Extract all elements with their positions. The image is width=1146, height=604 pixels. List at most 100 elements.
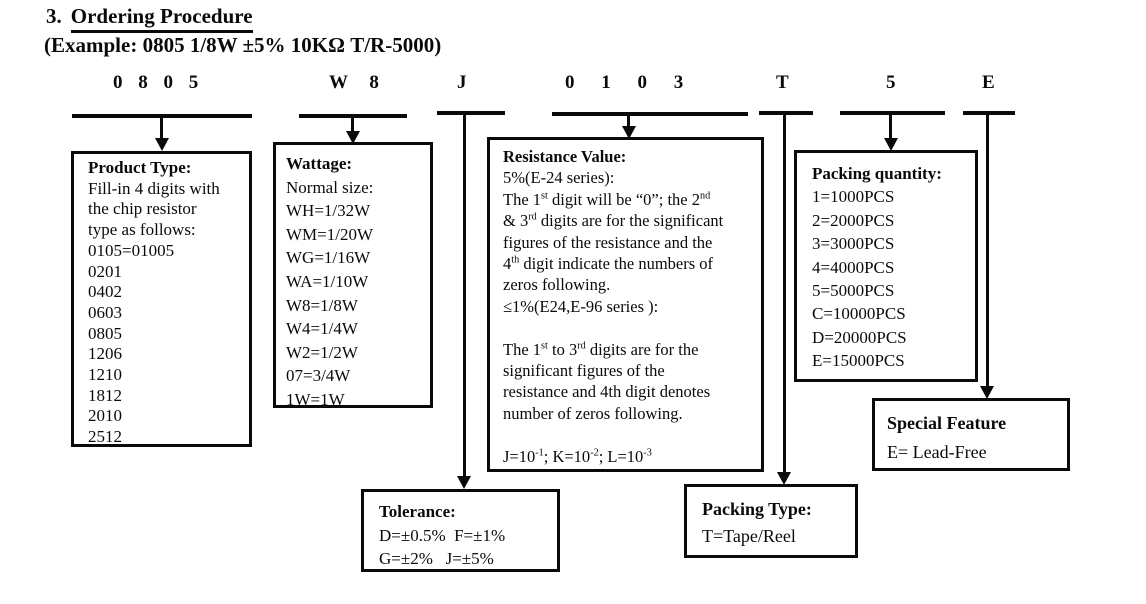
arrow-to-resistance bbox=[627, 112, 630, 127]
text-line: 3=3000PCS bbox=[812, 234, 895, 254]
underline-packing-type bbox=[759, 111, 813, 115]
packing-type-box: Packing Type: T=Tape/Reel bbox=[684, 484, 858, 558]
text-line: G=±2% J=±5% bbox=[379, 549, 494, 568]
text-line: ≤1%(E24,E-96 series ): bbox=[503, 296, 659, 316]
text-line bbox=[503, 424, 757, 445]
text-line: 5=5000PCS bbox=[812, 281, 895, 301]
code-segment-packing-quantity: 5 bbox=[886, 72, 896, 93]
box-lines: E= Lead-Free bbox=[887, 438, 1063, 467]
text-line: W4=1/4W bbox=[286, 319, 358, 339]
code-segment-special-feature: E bbox=[982, 72, 995, 93]
resistance-value-box: Resistance Value: 5%(E-24 series):The 1s… bbox=[487, 137, 764, 472]
underline-special-feature bbox=[963, 111, 1015, 115]
text-line: 07=3/4W bbox=[286, 366, 351, 386]
text-line: 1812 bbox=[88, 385, 122, 405]
text-line: E= Lead-Free bbox=[887, 442, 987, 462]
text-line: The 1st digit will be “0”; the 2nd bbox=[503, 189, 711, 209]
underline-packing-quantity bbox=[840, 111, 945, 115]
code-segment-product-type: 0 8 0 5 bbox=[113, 72, 199, 93]
text-line: 2010 bbox=[88, 406, 122, 426]
text-line bbox=[503, 317, 757, 338]
box-heading: Special Feature bbox=[887, 413, 1007, 433]
text-line: 0402 bbox=[88, 282, 122, 302]
box-heading: Wattage: bbox=[286, 154, 353, 173]
text-line: W8=1/8W bbox=[286, 295, 358, 315]
box-lines: 1=1000PCS 2=2000PCS 3=3000PCS 4=4000PCS 5=50… bbox=[812, 185, 971, 372]
text-line: The 1st to 3rd digits are for the bbox=[503, 339, 699, 359]
arrow-to-packing-type bbox=[783, 111, 786, 473]
box-heading: Packing Type: bbox=[702, 499, 812, 519]
box-heading: Packing quantity: bbox=[812, 164, 942, 183]
section-number: 3. bbox=[46, 4, 62, 28]
arrowhead-tolerance-icon bbox=[457, 476, 471, 489]
example-line: (Example: 0805 1/8W ±5% 10KΩ T/R-5000) bbox=[44, 33, 442, 57]
arrow-to-packing-quantity bbox=[889, 111, 892, 139]
section-title-text: Ordering Procedure bbox=[70, 4, 253, 33]
arrowhead-product-type-icon bbox=[155, 138, 169, 151]
arrow-to-wattage bbox=[351, 114, 354, 132]
box-lines: T=Tape/Reel bbox=[702, 523, 851, 550]
arrowhead-packing-type-icon bbox=[777, 472, 791, 485]
text-line: D=±0.5% F=±1% bbox=[379, 525, 506, 545]
packing-quantity-box: Packing quantity: 1=1000PCS 2=2000PCS 3=30… bbox=[794, 150, 978, 382]
text-line: zeros following. bbox=[503, 275, 611, 295]
text-line: number of zeros following. bbox=[503, 403, 683, 423]
text-line: 1206 bbox=[88, 344, 122, 364]
text-line: significant figures of the bbox=[503, 361, 665, 381]
special-feature-box: Special Feature E= Lead-Free bbox=[872, 398, 1070, 471]
tolerance-box: Tolerance: D=±0.5% F=±1% G=±2% J=±5% bbox=[361, 489, 560, 572]
text-line: 0201 bbox=[88, 261, 122, 281]
text-line: & 3rd digits are for the significant bbox=[503, 211, 724, 231]
text-line: WA=1/10W bbox=[286, 271, 369, 291]
underline-resistance bbox=[552, 112, 748, 116]
text-line: 1W=1W bbox=[286, 389, 345, 408]
text-line: WG=1/16W bbox=[286, 248, 371, 268]
text-line: 0805 bbox=[88, 323, 122, 343]
text-line: resistance and 4th digit denotes bbox=[503, 382, 711, 402]
arrowhead-wattage-icon bbox=[346, 131, 360, 144]
arrowhead-special-feature-icon bbox=[980, 386, 994, 399]
text-line: E=15000PCS bbox=[812, 351, 905, 371]
underline-tolerance bbox=[437, 111, 505, 115]
text-line: J=10-1; K=10-2; L=10-3 bbox=[503, 446, 652, 466]
text-line: Normal size: bbox=[286, 177, 374, 197]
text-line: figures of the resistance and the bbox=[503, 232, 713, 252]
code-segment-wattage: W 8 bbox=[329, 72, 379, 93]
text-line: 2512 bbox=[88, 427, 122, 447]
text-line: T=Tape/Reel bbox=[702, 526, 796, 546]
text-line: 2=2000PCS bbox=[812, 210, 895, 230]
arrow-to-tolerance bbox=[463, 111, 466, 477]
arrow-to-special-feature bbox=[986, 111, 989, 387]
text-line: 1=1000PCS bbox=[812, 187, 895, 207]
text-line: 4th digit indicate the numbers of bbox=[503, 254, 714, 274]
box-lines: D=±0.5% F=±1% G=±2% J=±5% bbox=[379, 524, 553, 570]
text-line: Fill-in 4 digits with bbox=[88, 178, 220, 198]
text-line: W2=1/2W bbox=[286, 342, 358, 362]
text-line: the chip resistor bbox=[88, 199, 197, 219]
arrowhead-resistance-icon bbox=[622, 126, 636, 139]
text-line: 0105=01005 bbox=[88, 240, 175, 260]
box-heading: Resistance Value: bbox=[503, 147, 627, 166]
code-segment-tolerance: J bbox=[457, 72, 467, 93]
text-line: 5%(E-24 series): bbox=[503, 168, 615, 188]
box-heading: Product Type: bbox=[88, 158, 192, 177]
text-line: 1210 bbox=[88, 365, 122, 385]
arrow-to-product-type bbox=[160, 114, 163, 139]
box-lines: 5%(E-24 series):The 1st digit will be “0… bbox=[503, 167, 757, 467]
arrowhead-packing-quantity-icon bbox=[884, 138, 898, 151]
text-line: D=20000PCS bbox=[812, 327, 907, 347]
text-line: C=10000PCS bbox=[812, 304, 906, 324]
code-segment-resistance: 0 1 0 3 bbox=[565, 72, 684, 93]
box-heading: Tolerance: bbox=[379, 502, 456, 521]
code-segment-packing-type: T bbox=[776, 72, 789, 93]
text-line: WM=1/20W bbox=[286, 224, 374, 244]
section-title: 3. Ordering Procedure bbox=[46, 4, 253, 33]
text-line: 0603 bbox=[88, 302, 122, 322]
text-line: 4=4000PCS bbox=[812, 257, 895, 277]
text-line: type as follows: bbox=[88, 220, 196, 240]
